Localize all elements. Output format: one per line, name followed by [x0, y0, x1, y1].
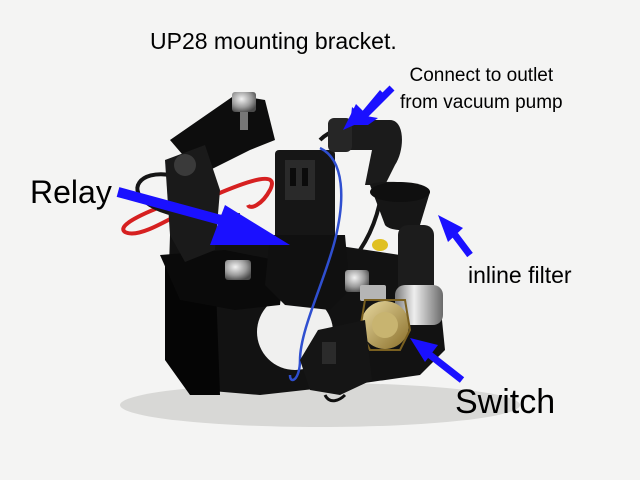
- arrow-vacuum: [343, 85, 395, 130]
- left-connector: [165, 145, 220, 262]
- arrow-filter: [438, 215, 473, 258]
- arrow-switch: [410, 338, 465, 383]
- photo-title: UP28 mounting bracket.: [150, 28, 397, 54]
- inline-filter-lip: [370, 182, 430, 202]
- drop-shadow: [120, 383, 520, 427]
- blue-wire: [288, 146, 343, 382]
- bolt-top: [232, 92, 256, 130]
- relay-pin: [302, 168, 308, 186]
- pressure-switch: [358, 299, 412, 351]
- arrow-relay: [116, 187, 290, 245]
- yellow-terminal: [372, 239, 388, 251]
- switch-wire: [323, 393, 347, 403]
- label-switch: Switch: [455, 383, 556, 421]
- label-relay: Relay: [30, 174, 112, 210]
- relay-socket: [285, 160, 315, 200]
- label-inline-filter: inline filter: [468, 262, 572, 288]
- switch-plug-clip: [322, 342, 336, 364]
- bolt-middle: [225, 260, 251, 280]
- label-connect-line1: Connect to outlet: [409, 65, 554, 86]
- bolt-right: [345, 270, 386, 301]
- bracket-arm-lower: [160, 250, 285, 310]
- label-connect-outlet: Connect to outlet from vacuum pump: [400, 62, 563, 116]
- left-connector-port: [174, 154, 196, 176]
- relay-pin: [290, 168, 296, 186]
- relay-base: [265, 235, 350, 310]
- inline-filter-stem: [398, 225, 434, 295]
- label-connect-line2: from vacuum pump: [400, 92, 563, 113]
